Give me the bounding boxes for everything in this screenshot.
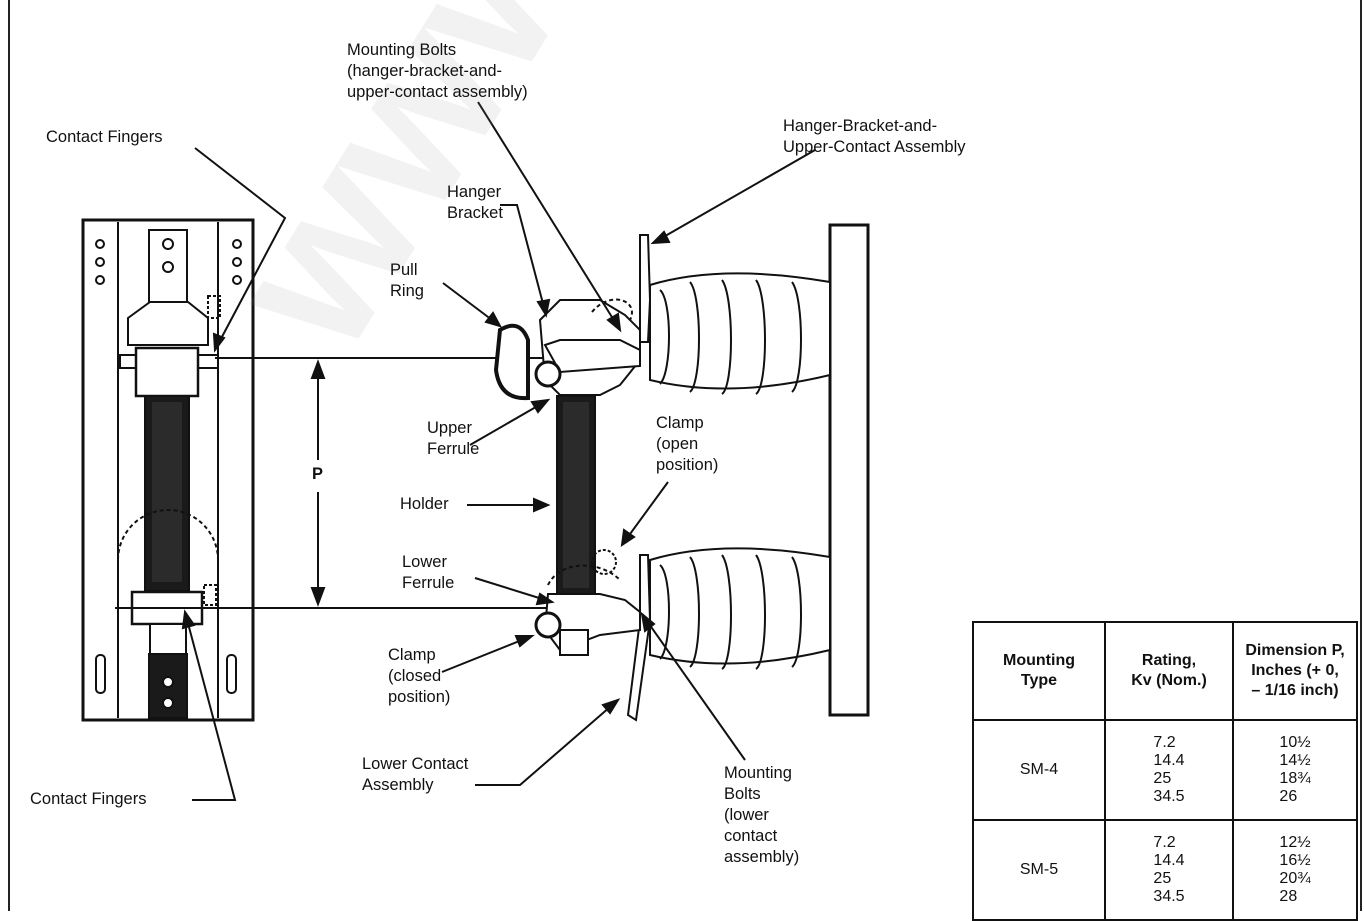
dimension-table: Mounting Type Rating, Kv (Nom.) Dimensio… [972, 621, 1358, 921]
label-contact-fingers-top: Contact Fingers [46, 128, 163, 146]
cell-dimensions: 12½ 16½ 20¾ 28 [1232, 819, 1358, 921]
table-row: SM-5 7.2 14.4 25 34.5 12½ 16½ 20¾ 28 [972, 819, 1358, 921]
label-hanger-bracket: Hanger Bracket [447, 183, 503, 222]
label-upper-ferrule: Upper Ferrule [427, 419, 480, 458]
label-mounting-bolts-upper: Mounting Bolts (hanger-bracket-and- uppe… [347, 41, 528, 101]
cell-ratings: 7.2 14.4 25 34.5 [1104, 819, 1234, 921]
header-rating: Rating, Kv (Nom.) [1104, 621, 1234, 721]
table-row: SM-4 7.2 14.4 25 34.5 10½ 14½ 18¾ 26 [972, 719, 1358, 821]
ratings-values: 7.2 14.4 25 34.5 [1153, 734, 1185, 805]
cell-ratings: 7.2 14.4 25 34.5 [1104, 719, 1234, 821]
header-mounting-type: Mounting Type [972, 621, 1106, 721]
label-clamp-closed: Clamp (closed position) [388, 646, 451, 706]
header-dimension-p: Dimension P, Inches (+ 0, – 1/16 inch) [1232, 621, 1358, 721]
cell-mounting-type: SM-5 [972, 819, 1106, 921]
side-view-mounting [493, 223, 870, 722]
dimension-values: 12½ 16½ 20¾ 28 [1279, 834, 1311, 905]
label-mounting-bolts-lower: Mounting Bolts (lower contact assembly) [724, 764, 800, 866]
label-dimension-p: P [312, 465, 324, 483]
cell-mounting-type: SM-4 [972, 719, 1106, 821]
label-hanger-bracket-assembly: Hanger-Bracket-and- Upper-Contact Assemb… [783, 117, 966, 156]
cell-dimensions: 10½ 14½ 18¾ 26 [1232, 719, 1358, 821]
leader-lines [181, 101, 816, 801]
label-lower-ferrule: Lower Ferrule [402, 553, 455, 592]
dimension-values: 10½ 14½ 18¾ 26 [1279, 734, 1311, 805]
front-view-mounting [81, 218, 255, 722]
label-pull-ring: Pull Ring [390, 261, 424, 300]
figure-frame [8, 0, 1362, 911]
dimension-p-lines [215, 357, 548, 609]
label-lower-contact-assembly: Lower Contact Assembly [362, 755, 469, 794]
table-header-row: Mounting Type Rating, Kv (Nom.) Dimensio… [972, 621, 1358, 721]
label-clamp-open: Clamp (open position) [656, 414, 719, 474]
label-contact-fingers-bottom: Contact Fingers [30, 790, 147, 808]
ratings-values: 7.2 14.4 25 34.5 [1153, 834, 1185, 905]
label-holder: Holder [400, 495, 449, 513]
